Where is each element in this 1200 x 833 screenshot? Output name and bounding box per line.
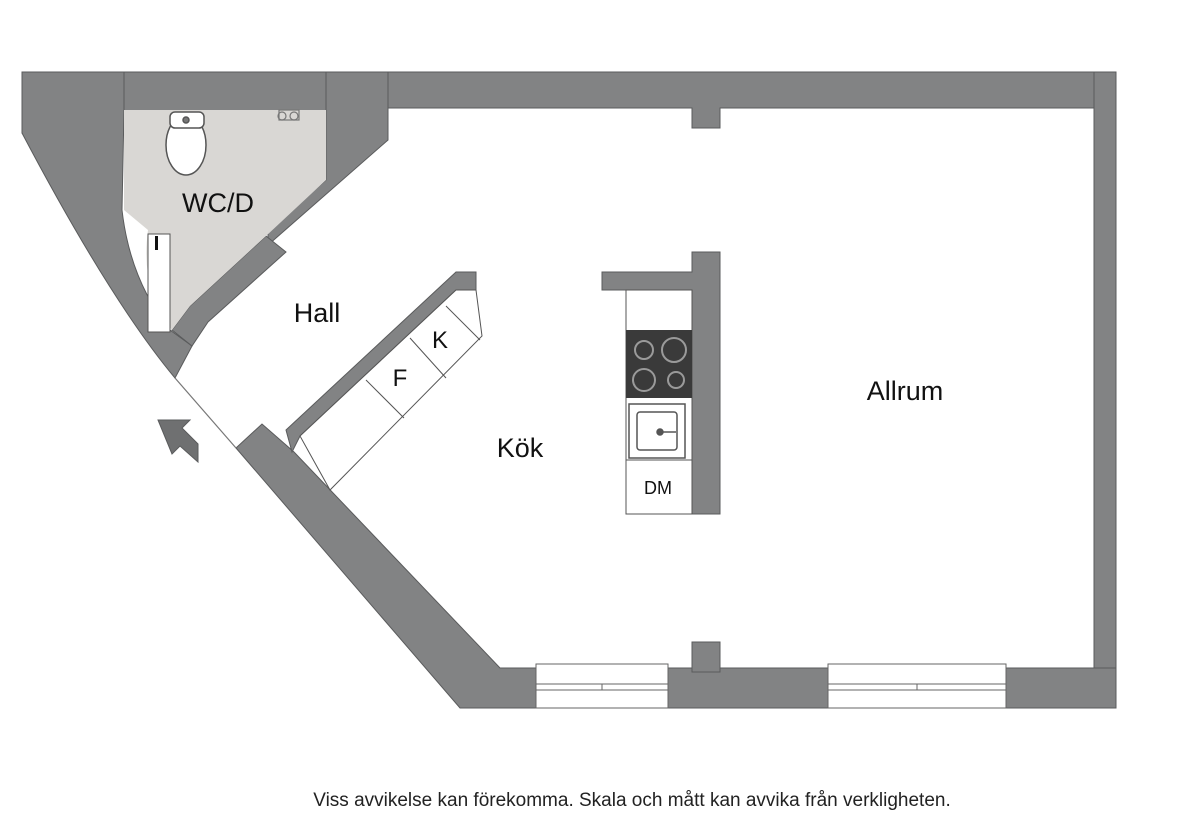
right-wall <box>1093 71 1117 709</box>
burner-icon <box>667 371 685 389</box>
outer-walls <box>21 71 1117 709</box>
burner-icon <box>632 368 656 392</box>
fixture-label-freezer: F <box>393 365 408 392</box>
wc-shelf <box>147 233 171 333</box>
room-label-hall: Hall <box>294 298 341 328</box>
fridge-freezer-cabinets <box>299 289 483 491</box>
tap-icon <box>277 109 300 121</box>
entrance-arrow-icon <box>157 419 199 464</box>
toilet-icon <box>165 111 207 176</box>
room-label-allrum: Allrum <box>867 376 944 406</box>
disclaimer-text: Viss avvikelse kan förekomma. Skala och … <box>313 790 951 811</box>
island-counter <box>625 289 693 515</box>
bottom-wall-pier <box>691 641 721 673</box>
bottom-wall-2 <box>1005 667 1117 709</box>
southwest-wall <box>235 423 537 709</box>
room-label-kok: Kök <box>497 433 544 463</box>
burner-icon <box>661 337 687 363</box>
fixture-label-fridge: K <box>432 327 448 354</box>
sink-icon <box>628 403 686 459</box>
kitchen-island <box>625 289 693 515</box>
window-left <box>535 663 669 709</box>
room-label-wc: WC/D <box>182 188 254 218</box>
fixture-label-dishwasher: DM <box>644 478 672 498</box>
burner-icon <box>634 340 654 360</box>
bottom-wall-1 <box>667 667 829 709</box>
entrance-door-line <box>174 377 237 449</box>
window-right <box>827 663 1007 709</box>
